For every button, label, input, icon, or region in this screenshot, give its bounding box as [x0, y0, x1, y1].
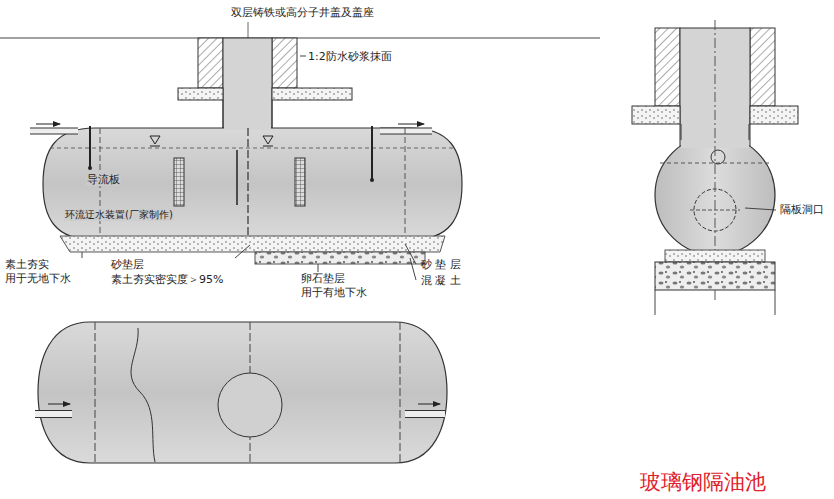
caption: 玻璃钢隔油池: [640, 470, 766, 494]
gravel-label: 卵石垫层: [300, 272, 346, 285]
baffle-label: 导流板: [86, 173, 121, 186]
concrete-label: 混 凝 土: [420, 274, 462, 287]
opening-label: 隔板洞口: [779, 203, 825, 216]
compaction-note: 素土夯实密实度＞95%: [110, 273, 224, 286]
render-note: 1:2防水砂浆抹面: [307, 50, 393, 63]
soil-note: 用于无地下水: [4, 272, 72, 285]
device-label: 环流迂水装置(厂家制作): [64, 208, 174, 221]
gravel-note: 用于有地下水: [300, 286, 368, 299]
soil-label: 素土夯实: [4, 258, 50, 271]
cover-note: 双层铸铁或高分子井盖及盖座: [230, 6, 375, 19]
sand-label: 砂 垫 层: [420, 258, 462, 271]
sand-label: 砂垫层: [110, 258, 145, 271]
